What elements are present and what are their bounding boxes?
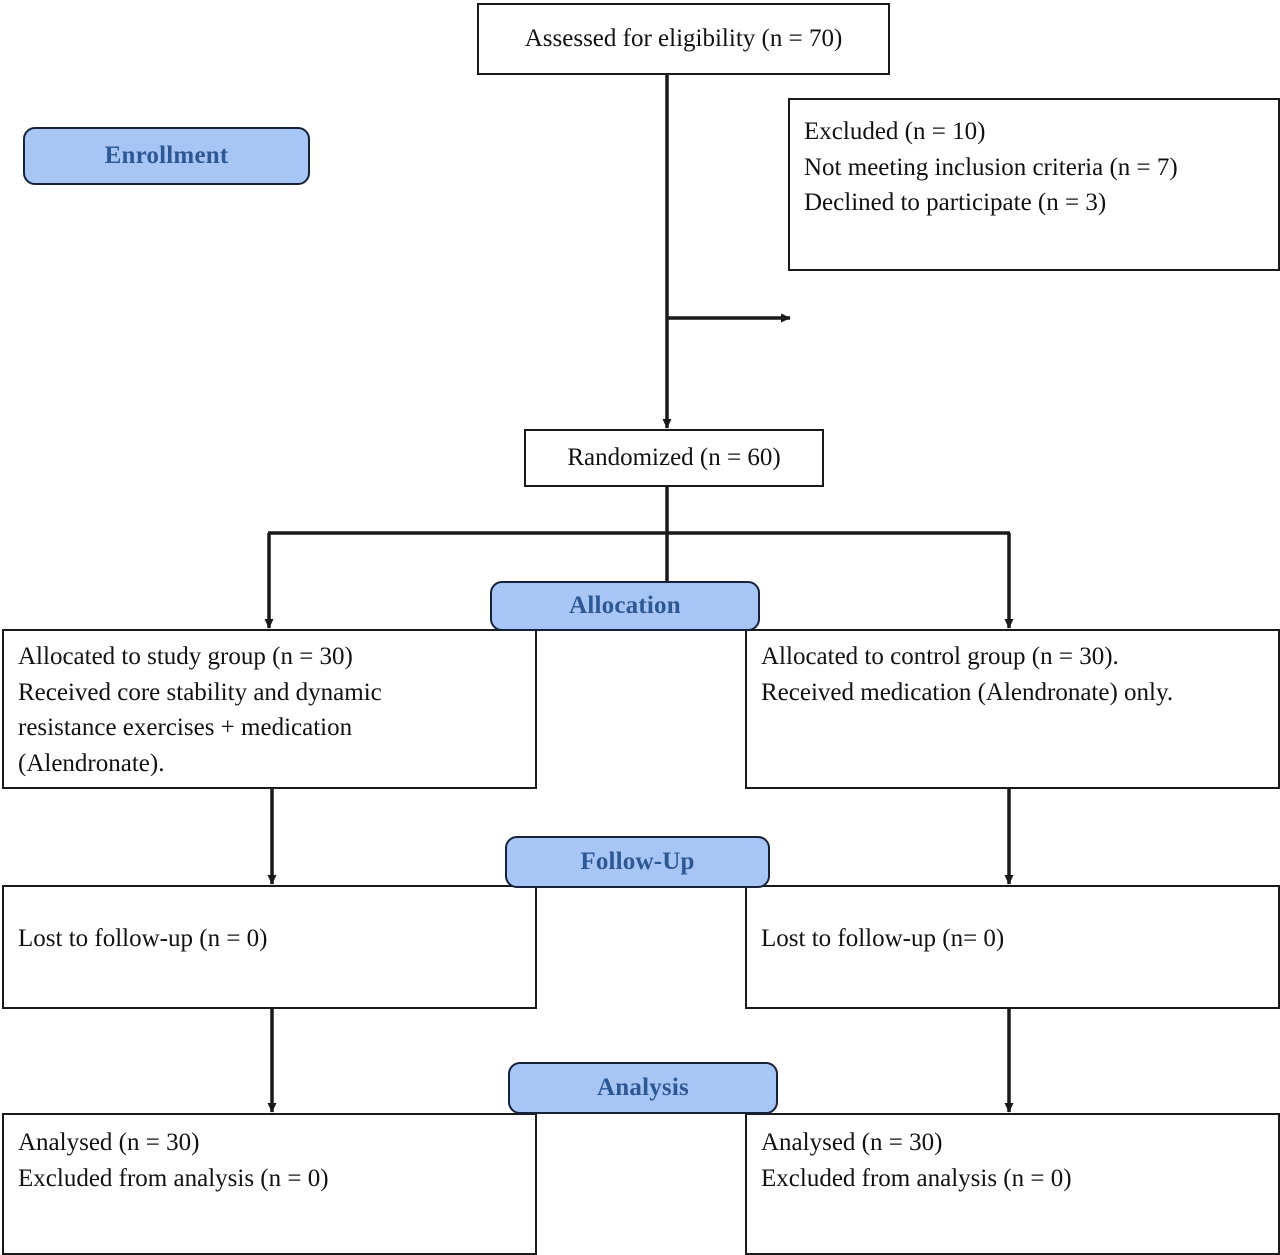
stage-badge-analysis: Analysis: [508, 1062, 778, 1114]
stage-badge-followup-label: Follow-Up: [580, 848, 695, 875]
node-analysed-study: Analysed (n = 30) Excluded from analysis…: [2, 1113, 537, 1255]
node-excluded-label: Excluded (n = 10) Not meeting inclusion …: [804, 118, 1178, 216]
stage-badge-analysis-label: Analysis: [597, 1074, 689, 1101]
node-randomized: Randomized (n = 60): [524, 429, 824, 487]
node-allocated-study-group-label: Allocated to study group (n = 30) Receiv…: [18, 643, 382, 777]
node-analysed-study-label: Analysed (n = 30) Excluded from analysis…: [18, 1129, 329, 1192]
node-assessed-for-eligibility-label: Assessed for eligibility (n = 70): [524, 25, 843, 53]
node-lost-to-followup-control-label: Lost to follow-up (n= 0): [761, 925, 1005, 952]
node-analysed-control-label: Analysed (n = 30) Excluded from analysis…: [761, 1129, 1072, 1192]
stage-badge-enrollment: Enrollment: [23, 127, 310, 185]
node-randomized-label: Randomized (n = 60): [567, 444, 781, 472]
node-allocated-control-group-label: Allocated to control group (n = 30). Rec…: [761, 643, 1174, 706]
node-lost-to-followup-control: Lost to follow-up (n= 0): [745, 885, 1280, 1009]
node-allocated-study-group: Allocated to study group (n = 30) Receiv…: [2, 629, 537, 789]
node-lost-to-followup-study-label: Lost to follow-up (n = 0): [18, 925, 268, 952]
stage-badge-followup: Follow-Up: [505, 836, 770, 888]
stage-badge-allocation-label: Allocation: [569, 592, 681, 619]
node-allocated-control-group: Allocated to control group (n = 30). Rec…: [745, 629, 1280, 789]
node-lost-to-followup-study: Lost to follow-up (n = 0): [2, 885, 537, 1009]
stage-badge-allocation: Allocation: [490, 581, 760, 631]
node-assessed-for-eligibility: Assessed for eligibility (n = 70): [477, 3, 890, 75]
node-analysed-control: Analysed (n = 30) Excluded from analysis…: [745, 1113, 1280, 1255]
node-excluded: Excluded (n = 10) Not meeting inclusion …: [788, 98, 1280, 271]
stage-badge-enrollment-label: Enrollment: [104, 142, 229, 169]
